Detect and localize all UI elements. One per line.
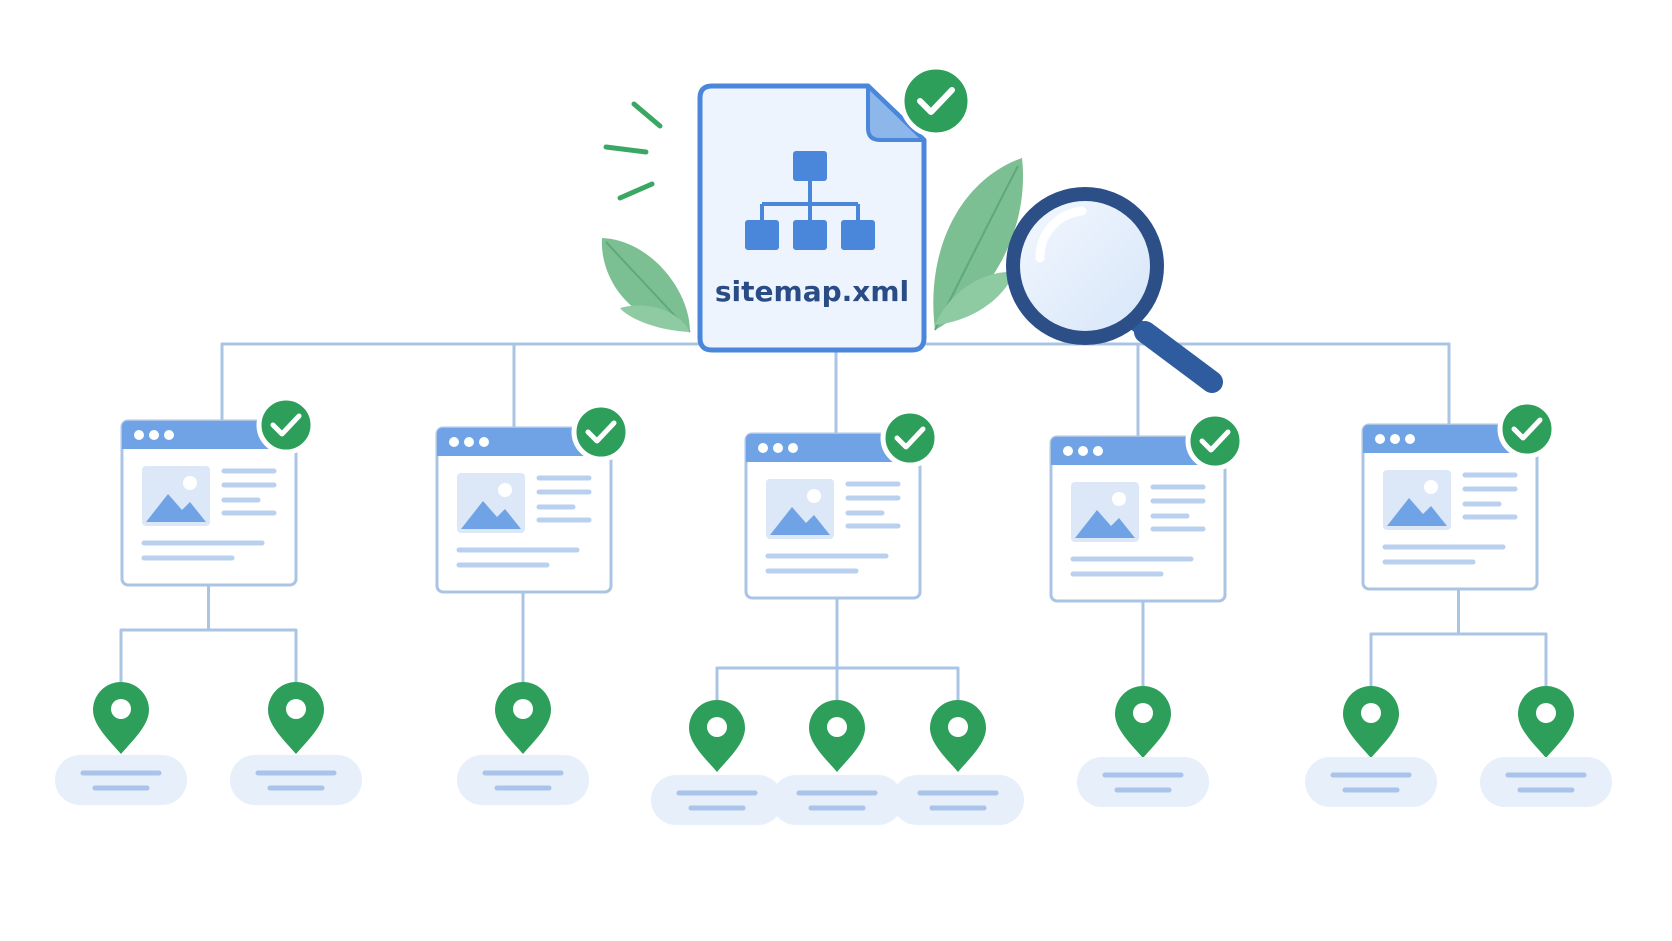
window-dot-icon — [1405, 434, 1415, 444]
location-pin-icon — [930, 700, 986, 772]
text-lines-icon — [765, 481, 901, 574]
window-dot-icon — [1093, 446, 1103, 456]
location-pin-icon — [1343, 686, 1399, 758]
leaf-node — [1077, 686, 1209, 807]
leaf-label-placeholder — [1305, 757, 1437, 807]
leaf-nodes — [55, 682, 1612, 825]
window-dot-icon — [134, 430, 144, 440]
check-circle-icon — [1497, 399, 1557, 459]
leaf-node — [771, 700, 903, 825]
browser-titlebar — [437, 428, 611, 456]
location-pin-icon — [268, 682, 324, 754]
location-pin-icon — [1115, 686, 1171, 758]
window-dot-icon — [464, 437, 474, 447]
page-node — [435, 402, 631, 594]
location-pin-icon — [689, 700, 745, 772]
window-dot-icon — [449, 437, 459, 447]
magnifying-glass-icon — [1006, 187, 1223, 393]
window-dot-icon — [164, 430, 174, 440]
window-dot-icon — [1063, 446, 1073, 456]
leaf-node — [651, 700, 783, 825]
sitemap-check-icon — [899, 64, 973, 138]
text-lines-icon — [141, 468, 277, 561]
leaf-label-placeholder — [230, 755, 362, 805]
check-circle-icon — [571, 402, 631, 462]
leaf-label-placeholder — [771, 775, 903, 825]
leaf-label-placeholder — [651, 775, 783, 825]
image-placeholder-icon — [457, 473, 525, 533]
leaf-label-placeholder — [892, 775, 1024, 825]
connector-leaf-branch — [1369, 632, 1548, 690]
location-pin-icon — [495, 682, 551, 754]
leaf-node — [230, 682, 362, 805]
location-pin-icon — [93, 682, 149, 754]
window-dot-icon — [788, 443, 798, 453]
page-node — [120, 395, 316, 587]
text-lines-icon — [456, 475, 592, 568]
connector-leaf-branch — [119, 628, 298, 686]
check-circle-icon — [880, 408, 940, 468]
window-dot-icon — [758, 443, 768, 453]
image-placeholder-icon — [142, 466, 210, 526]
sitemap-file-card: sitemap.xml — [697, 83, 927, 353]
leaf-label-placeholder — [1480, 757, 1612, 807]
page-node — [1049, 411, 1245, 603]
location-pin-icon — [1518, 686, 1574, 758]
location-pin-icon — [809, 700, 865, 772]
browser-titlebar — [122, 421, 296, 449]
image-placeholder-icon — [1383, 470, 1451, 530]
window-dot-icon — [1390, 434, 1400, 444]
sitemap-filename: sitemap.xml — [715, 275, 909, 308]
leaf-node — [457, 682, 589, 805]
browser-titlebar — [1363, 425, 1537, 453]
leaf-node — [892, 700, 1024, 825]
window-dot-icon — [1078, 446, 1088, 456]
leaf-label-placeholder — [1077, 757, 1209, 807]
text-lines-icon — [1070, 484, 1206, 577]
window-dot-icon — [479, 437, 489, 447]
leaf-node — [1305, 686, 1437, 807]
decorative-leaf-left — [601, 238, 691, 333]
highlight-spark-lines — [603, 101, 663, 201]
window-dot-icon — [1375, 434, 1385, 444]
image-placeholder-icon — [1071, 482, 1139, 542]
image-placeholder-icon — [766, 479, 834, 539]
window-dot-icon — [149, 430, 159, 440]
check-circle-icon — [256, 395, 316, 455]
leaf-node — [1480, 686, 1612, 807]
page-node — [1361, 399, 1557, 591]
decorative-leaf-right — [933, 158, 1024, 331]
leaf-label-placeholder — [55, 755, 187, 805]
text-lines-icon — [1382, 472, 1518, 565]
sitemap-hierarchy-icon — [745, 151, 875, 250]
page-nodes — [120, 395, 1557, 603]
window-dot-icon — [773, 443, 783, 453]
browser-titlebar — [1051, 437, 1225, 465]
browser-titlebar — [746, 434, 920, 462]
leaf-node — [55, 682, 187, 805]
page-node — [744, 408, 940, 600]
check-circle-icon — [1185, 411, 1245, 471]
leaf-label-placeholder — [457, 755, 589, 805]
